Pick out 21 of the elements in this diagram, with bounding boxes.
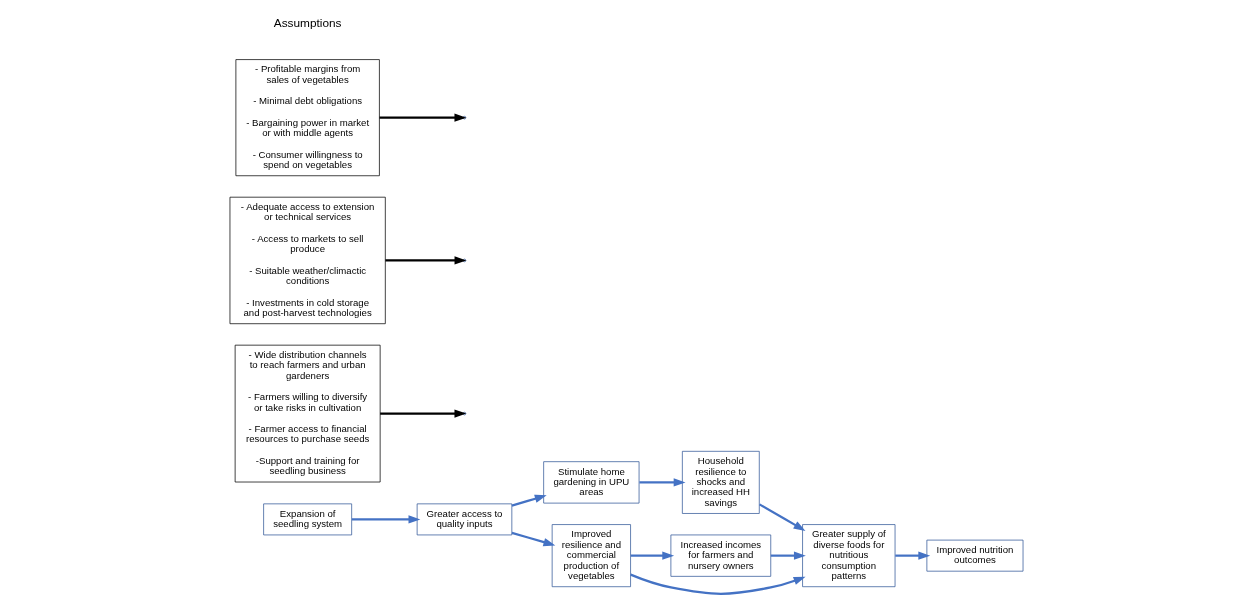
node-box: Improved resilience and commercial production of vegetables — [551, 524, 631, 588]
arrow — [770, 551, 806, 560]
arrow — [758, 503, 806, 531]
node-box: Greater supply of diverse foods for nutritious consumption patterns — [802, 524, 896, 588]
node-box: Improved nutrition outcomes — [926, 539, 1024, 572]
node-box: Increased incomes for farmers and nursery owners — [670, 534, 772, 577]
arrow — [351, 515, 421, 524]
node-box: Greater access to quality inputs — [416, 503, 513, 536]
label: Assumptions — [273, 16, 342, 31]
arrow — [511, 494, 547, 507]
node-box: - Wide distribution channels to reach farmers and urban gardeners - Farmers willing to diversify or take risks in cultivation - Farmer access to financial resources to purchase seeds -Support and training for seedling business — [234, 344, 381, 483]
node-box: Household resilience to shocks and increased HH savings — [682, 450, 760, 514]
node-box: - Profitable margins from sales of vegetables - Minimal debt obligations - Bargaining power in market or with middle agents - Consumer willingness to spend on vegetables — [235, 59, 380, 177]
arrow — [895, 551, 931, 560]
node-box: Stimulate home gardening in UPU areas — [543, 461, 640, 504]
arrow — [630, 573, 806, 595]
arrow — [630, 551, 675, 560]
node-box: Expansion of seedling system — [263, 503, 353, 536]
arrow — [511, 531, 556, 547]
node-box: - Adequate access to extension or technical services - Access to markets to sell produce - Suitable weather/climactic conditions - Investments in cold storage and post-harvest technologies — [229, 196, 386, 325]
arrow — [639, 478, 686, 487]
